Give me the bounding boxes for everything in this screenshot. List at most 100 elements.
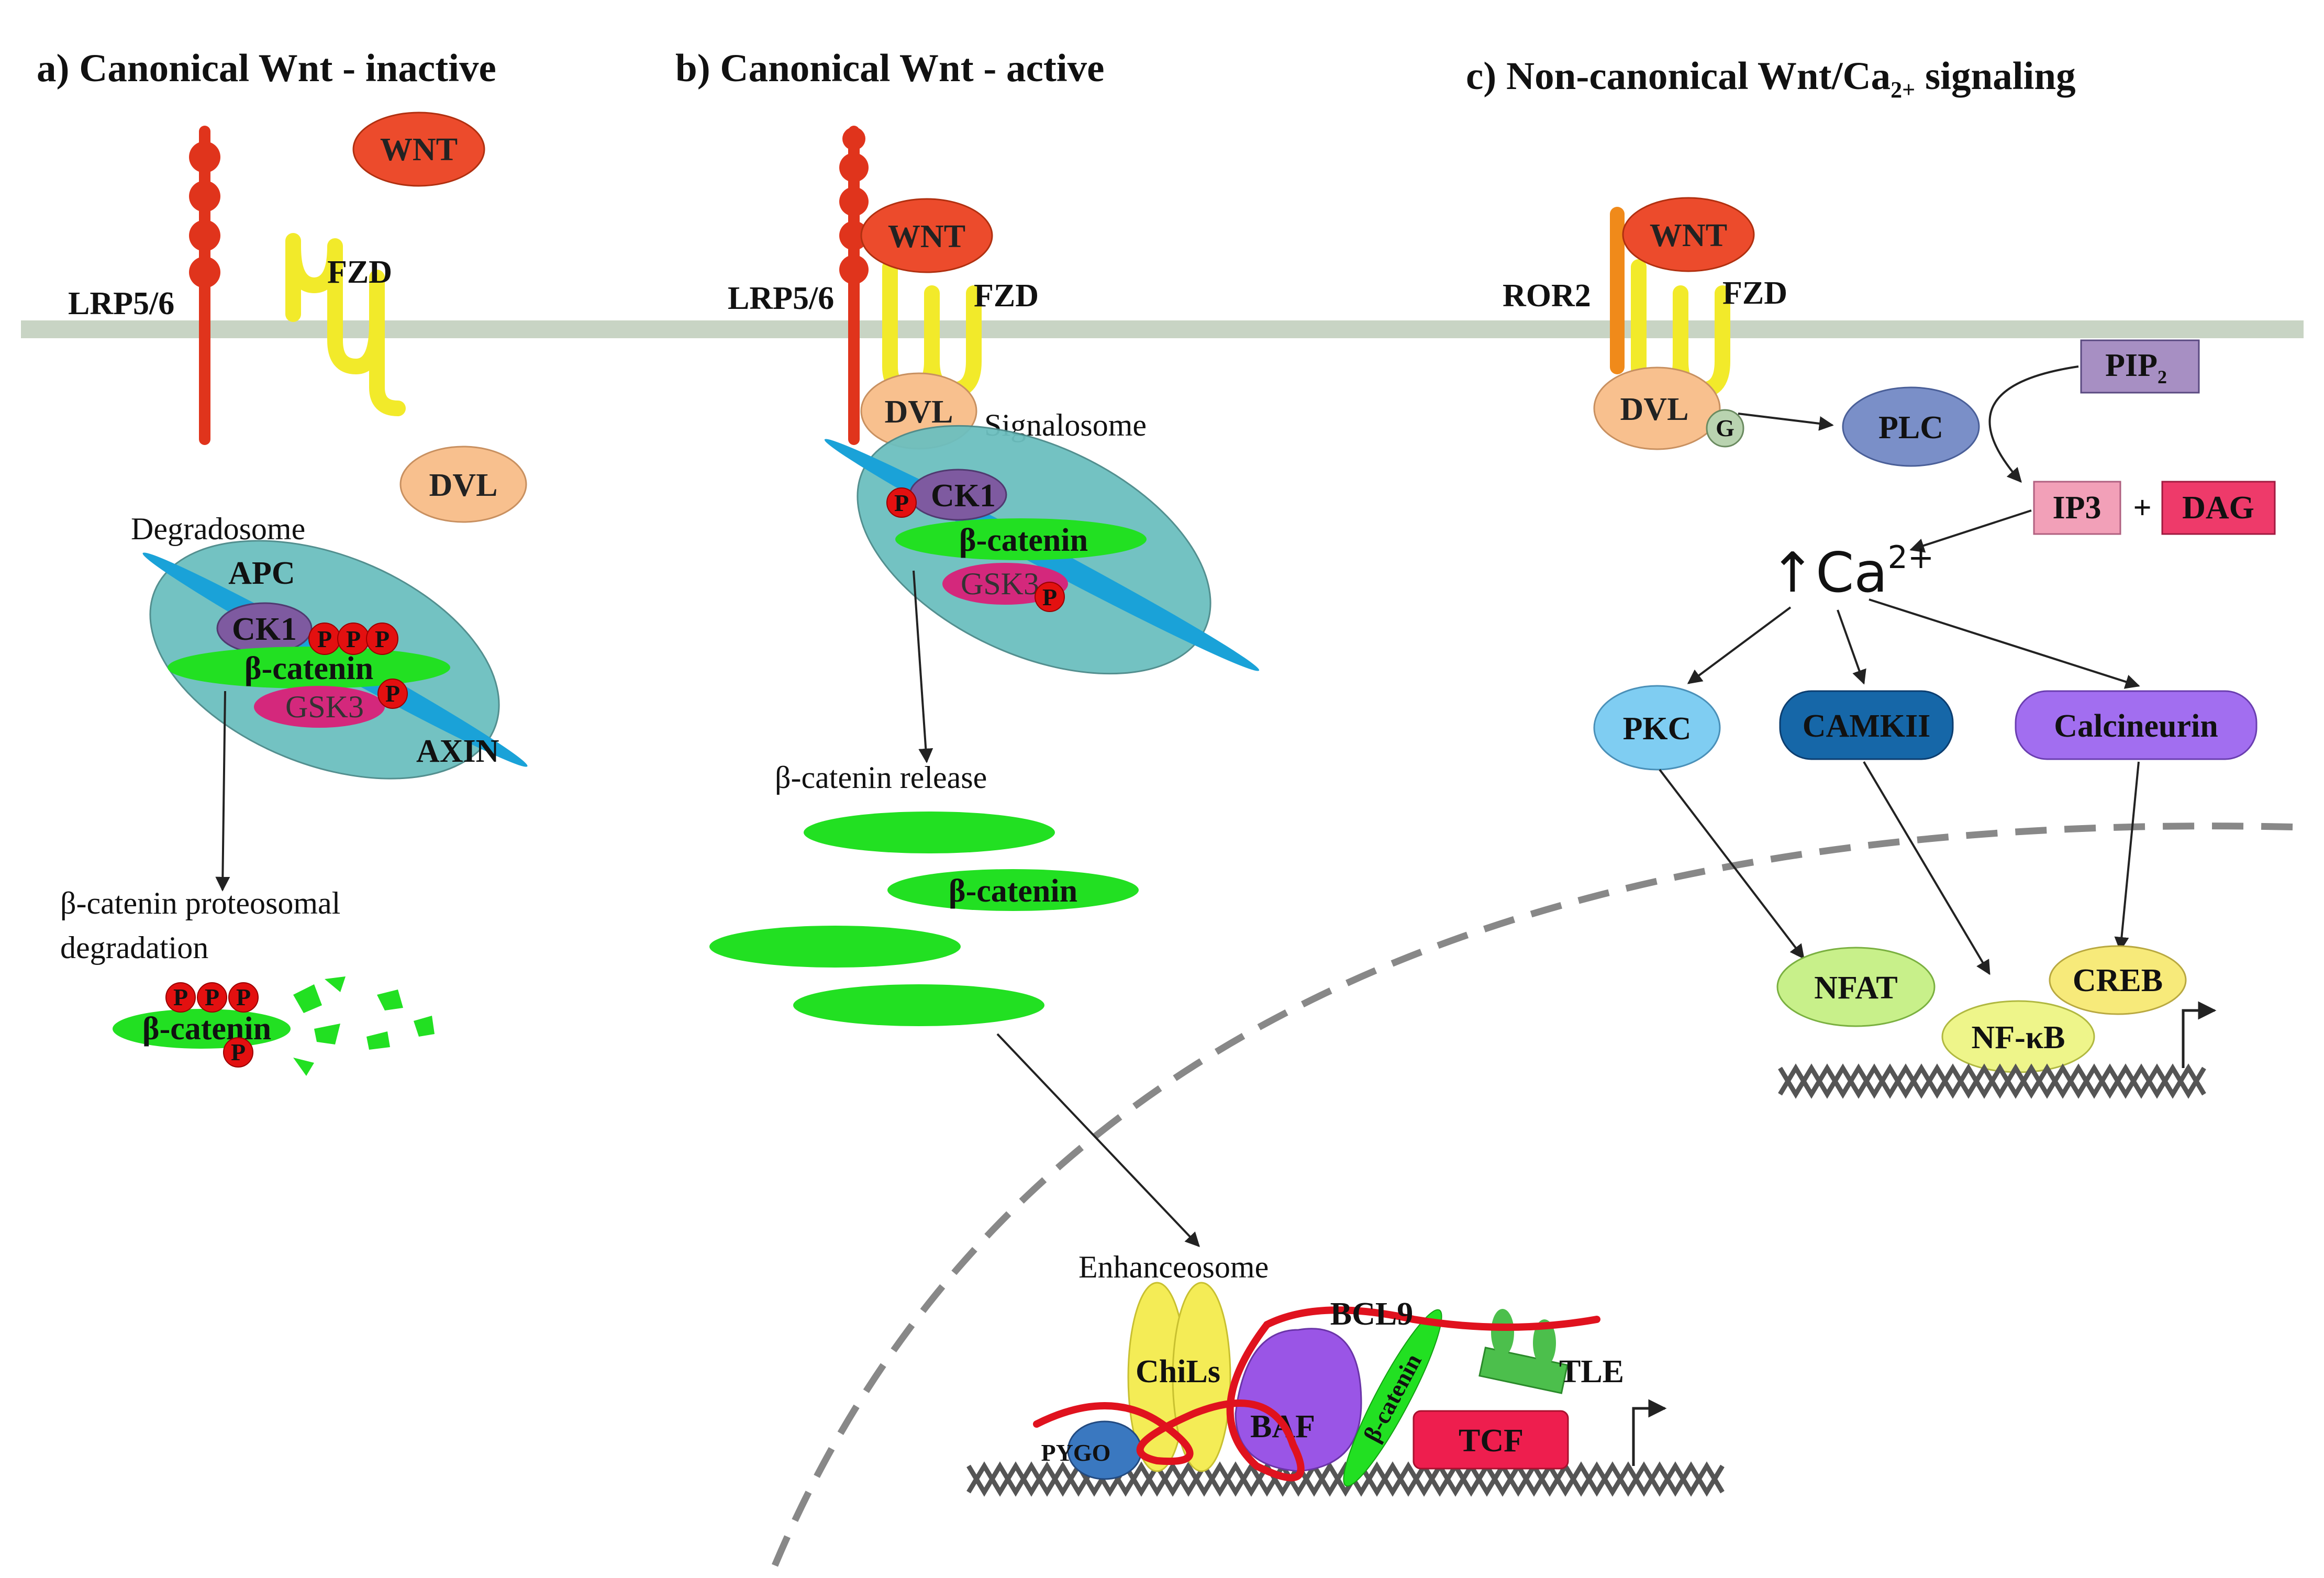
arrow-to-release <box>913 570 933 763</box>
bcat-label-a: β-catenin <box>244 651 373 686</box>
dvl-c <box>1593 366 1721 450</box>
phospho-a-label: P <box>317 626 332 652</box>
enhanceosome-label: Enhanceosome <box>1078 1250 1269 1284</box>
tle-b <box>1478 1347 1569 1394</box>
plc-label: PLC <box>1878 410 1943 446</box>
phospho-a-deg-label: P <box>173 984 188 1010</box>
fzd-receptor-a <box>285 233 406 416</box>
phospho-a-deg-label: P <box>231 1039 246 1065</box>
wnt-label-b: WNT <box>888 219 965 254</box>
nfat-label: NFAT <box>1814 970 1898 1006</box>
arrow-pkc-nfat <box>1659 769 1805 960</box>
wnt-label-c: WNT <box>1650 218 1727 253</box>
arrow-ca-camkii <box>1837 609 1866 685</box>
arrow-to-degradation <box>215 691 230 892</box>
bcat-fragment <box>314 1024 340 1044</box>
lrp-bead <box>189 141 220 173</box>
bcat-fragment <box>293 1058 314 1076</box>
phospho-a-label: P <box>385 680 400 707</box>
degradation-label-line2: degradation <box>60 930 208 965</box>
bcat-free <box>887 869 1139 911</box>
arrow-dvl-plc <box>1738 413 1834 431</box>
bcat-free-label: β-catenin <box>949 873 1077 909</box>
phospho-a-deg <box>197 982 227 1013</box>
dag-box <box>2161 481 2276 535</box>
lrp-bead <box>189 257 220 288</box>
lrp-bead <box>189 220 220 251</box>
phospho-a-deg <box>228 982 259 1013</box>
panel-a: LRP5/6 WNT FZD DVL Degradosome APC AXIN … <box>60 112 528 1076</box>
bcat-fragment <box>366 1031 390 1050</box>
tss-arrow-c <box>2182 1001 2217 1068</box>
phospho-a-deg <box>165 982 196 1013</box>
bcat-a <box>168 647 450 688</box>
heading-c-main: c) Non-canonical Wnt/Ca <box>1466 54 1891 98</box>
chils-label: ChiLs <box>1136 1354 1220 1390</box>
degradosome-label: Degradosome <box>131 512 305 546</box>
lrp-bead <box>189 181 220 212</box>
bcat-degraded <box>113 1009 291 1049</box>
arrow-ca-pkc <box>1687 606 1792 684</box>
creb-label: CREB <box>2073 963 2163 998</box>
creb <box>2049 945 2187 1015</box>
fzd-label-b: FZD <box>974 278 1039 314</box>
wnt-c <box>1622 197 1755 272</box>
wnt-b <box>860 198 993 273</box>
g-protein-label: G <box>1716 415 1734 441</box>
ror2-label: ROR2 <box>1503 278 1591 314</box>
ror2-receptor <box>1610 207 1625 374</box>
ck1-label-b: CK1 <box>931 478 996 514</box>
ck1-label-a: CK1 <box>232 612 297 647</box>
apc-label: APC <box>228 555 295 591</box>
phospho-a-deg-label: P <box>236 984 251 1010</box>
chils-b <box>1172 1282 1231 1472</box>
fzd-label-c: FZD <box>1722 275 1787 311</box>
gsk3-label-b: GSK3 <box>961 566 1039 601</box>
phospho-a-deg <box>223 1037 253 1068</box>
bcat-b <box>895 518 1147 560</box>
pip2-label: PIP2 <box>2105 348 2167 387</box>
nfkb-label: NF-κB <box>1971 1020 2065 1055</box>
bcl9-label: BCL9 <box>1330 1296 1413 1332</box>
bcat-fragment <box>414 1016 435 1037</box>
dvl-a <box>399 446 527 523</box>
heading-c-tail: signaling <box>1915 54 2075 98</box>
tle-knob <box>1533 1319 1556 1366</box>
lrp-bead <box>839 153 869 182</box>
bcat-fragment <box>377 990 403 1010</box>
lrp-bead <box>839 255 869 284</box>
phospho-a <box>377 679 408 709</box>
bcat-fragment <box>293 984 322 1013</box>
camkii <box>1779 690 1954 760</box>
ip3-label: IP3 <box>2053 490 2101 526</box>
arrow-calcineurin-creb <box>2114 761 2140 952</box>
dvl-label-b: DVL <box>885 394 953 430</box>
calcium-sup: 2+ <box>1888 539 1934 576</box>
calcineurin <box>2015 690 2258 760</box>
pkc-label: PKC <box>1623 711 1692 747</box>
nfat <box>1776 947 1936 1027</box>
dag-label: DAG <box>2182 490 2254 526</box>
bcat-free <box>709 926 961 968</box>
heading-c: c) Non-canonical Wnt/Ca2+ signaling <box>1466 54 2076 103</box>
wnt-a <box>352 112 485 187</box>
bcat-free <box>804 812 1055 853</box>
wnt-label-a: WNT <box>380 132 458 168</box>
phospho-b-label: P <box>1042 584 1057 610</box>
lrp-bead <box>839 187 869 216</box>
dvl-label-c: DVL <box>1620 392 1689 427</box>
tle-knob <box>1491 1309 1514 1356</box>
bcat-label-b: β-catenin <box>959 523 1088 558</box>
pip2-box <box>2080 339 2200 394</box>
dna-b <box>966 1461 1725 1497</box>
lrp-bead <box>839 221 869 250</box>
lrp-label-a: LRP5/6 <box>68 286 174 321</box>
fzd-label-a: FZD <box>327 254 392 290</box>
nuclear-envelope <box>772 823 2304 1567</box>
gsk3-label-a: GSK3 <box>285 690 364 724</box>
release-label: β-catenin release <box>775 760 987 795</box>
plus-label: + <box>2133 490 2151 526</box>
degradation-label-line1: β-catenin proteosomal <box>60 886 340 920</box>
tcf-label: TCF <box>1459 1423 1524 1459</box>
